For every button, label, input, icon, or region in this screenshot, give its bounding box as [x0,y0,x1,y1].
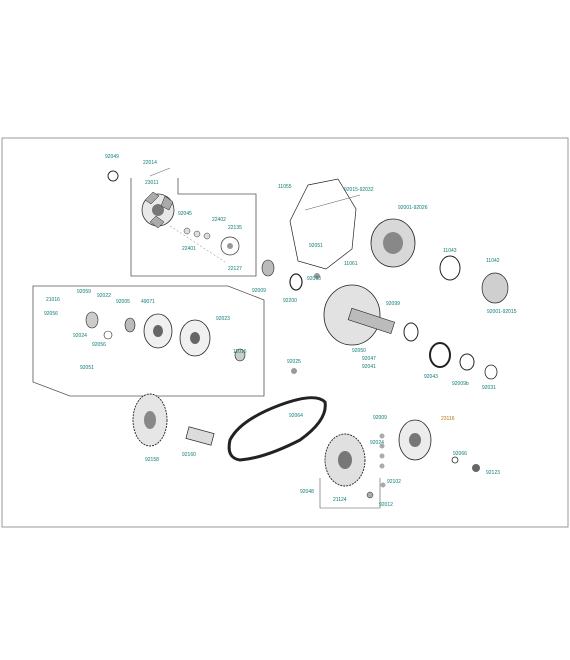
part-label: 92025 [287,359,301,365]
part-label: 92001-92015 [487,309,517,315]
part-label: 92099 [386,301,400,307]
part-label: 92064 [289,413,303,419]
part-label: 92102 [387,479,401,485]
pulley-callout-box [32,285,265,397]
part-label: 11055 [278,184,292,190]
part-label: 92123 [486,470,500,476]
part-label: 92200 [283,298,297,304]
part-label: 92048 [300,489,314,495]
part-label: 92045 [178,211,192,217]
part-label: 92031 [482,385,496,391]
part-label: 92023 [216,316,230,322]
part-label: 21016 [46,297,60,303]
part-label: 22014 [143,160,157,166]
part-label: 92051 [80,365,94,371]
output-shaft-icon [291,284,498,380]
part-label: 92005 [116,299,130,305]
part-label: 92158 [145,457,159,463]
part-label: 92050 [352,348,366,354]
part-label: 92024 [73,333,87,339]
part-label: 22135 [228,225,242,231]
part-label: 92056 [92,342,106,348]
part-label: 92009b [452,381,469,387]
part-label: 11043 [443,248,457,254]
part-label: 92059 [77,289,91,295]
clutch-assembly-icon [141,191,240,263]
part-label: 92009 [252,288,266,294]
part-label: 92049 [105,154,119,160]
part-label: 92009 [373,415,387,421]
part-label: 21124 [333,497,347,503]
clutch-drum-icon [319,433,385,509]
part-label: 92093 [307,276,321,282]
part-label: 11061 [344,261,358,267]
part-label: 22127 [228,266,242,272]
drive-pulley-icon [85,311,246,362]
movable-plate-icon [380,419,480,488]
part-label: 22402 [212,217,226,223]
part-label: 92043 [424,374,438,380]
part-label: 22401 [182,246,196,252]
part-label: 92041 [362,364,376,370]
part-label: 92160 [182,452,196,458]
part-label: 92066 [453,451,467,457]
part-label: 92024 [370,440,384,446]
clutch-callout-box [130,178,257,277]
driven-pulley-icon [132,393,215,447]
part-label: 11042 [486,258,500,264]
part-label: 92051 [309,243,323,249]
part-label: 92022 [97,293,111,299]
part-label: 49071 [141,299,155,305]
part-label: 92001-92026 [398,205,428,211]
part-label: 92056 [44,311,58,317]
drive-belt-icon [227,396,327,462]
diagram-frame [1,137,569,528]
clutch-housing-icon [261,178,509,304]
part-label: 92015-92032 [344,187,374,193]
part-label: 92047 [362,356,376,362]
spring-icon [107,170,119,182]
part-label-highlighted: 23116 [441,416,455,422]
part-label: 23011 [145,180,159,186]
part-label: 92012 [379,502,393,508]
part-label: 11016 [233,349,247,355]
